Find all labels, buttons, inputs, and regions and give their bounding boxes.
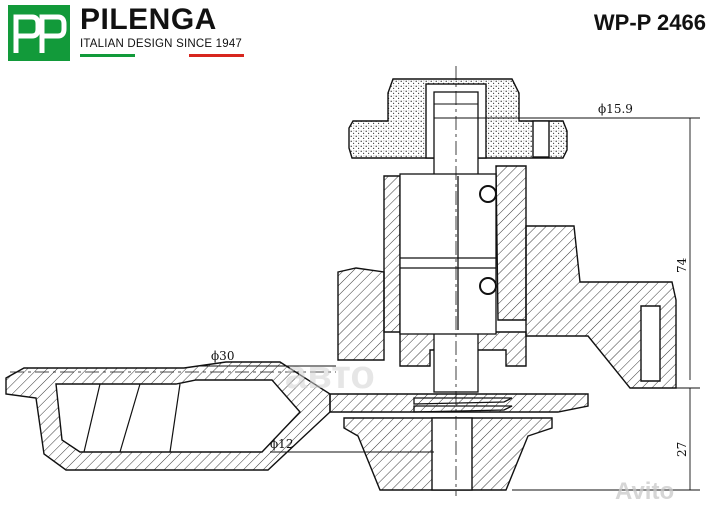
avito-watermark: Avito xyxy=(615,478,675,505)
brand-tagline: ITALIAN DESIGN SINCE 1947 xyxy=(80,38,243,50)
centre-lines xyxy=(10,66,457,496)
faint-watermark: авто xyxy=(285,353,375,397)
header: PILENGA ITALIAN DESIGN SINCE 1947 WP-P 2… xyxy=(0,0,720,62)
dimension-shaft-diameter: ϕ15.9 xyxy=(598,102,633,116)
dimension-height-impeller: 27 xyxy=(675,442,689,457)
part-number: WP-P 2466 xyxy=(593,10,706,35)
brand-name: PILENGA xyxy=(80,3,217,36)
italian-flag-stripe xyxy=(80,54,245,57)
impeller xyxy=(343,417,553,491)
dimension-lines xyxy=(200,103,700,491)
mounting-flange xyxy=(5,361,331,471)
dimension-impeller-diameter: ϕ30 xyxy=(211,349,234,363)
dimension-height-total: 74 xyxy=(675,257,689,273)
pump-housing xyxy=(329,165,677,413)
dimension-bottom-diameter: ϕ12 xyxy=(270,437,293,451)
pilenga-logo-mark xyxy=(8,5,70,61)
